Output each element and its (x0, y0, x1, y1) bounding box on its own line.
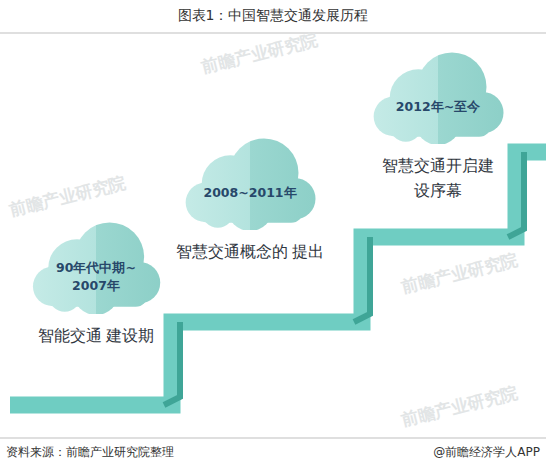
source-note: 资料来源：前瞻产业研究院整理 (6, 444, 174, 461)
stage-description: 智慧交通概念的 提出 (175, 240, 325, 265)
ribbon-fold (164, 152, 524, 405)
period-label: 90年代中期~ 2007年 (43, 259, 149, 295)
watermark: 前瞻产业研究院 (7, 171, 128, 222)
watermark: 前瞻产业研究院 (399, 248, 520, 299)
stage-description: 智能交通 建设期 (23, 324, 169, 349)
cloud-node: 90年代中期~ 2007年智能交通 建设期 (28, 222, 164, 353)
title-rule (0, 33, 546, 34)
cloud-shape (368, 52, 508, 144)
stage-description: 智慧交通开启建 设序幕 (363, 154, 513, 204)
chart-title: 图表1：中国智慧交通发展历程 (0, 7, 546, 25)
cloud-shape (180, 138, 320, 230)
cloud-node: 2008~2011年智慧交通概念的 提出 (180, 138, 320, 269)
cloud-node: 2012年~至今智慧交通开启建 设序幕 (368, 52, 508, 208)
watermark: 前瞻产业研究院 (399, 381, 520, 432)
watermark: 前瞻产业研究院 (199, 28, 320, 79)
period-label: 2012年~至今 (383, 98, 493, 116)
brand-note: @前瞻经济学人APP (433, 444, 540, 461)
footer-rule (0, 438, 546, 439)
period-label: 2008~2011年 (195, 184, 305, 202)
